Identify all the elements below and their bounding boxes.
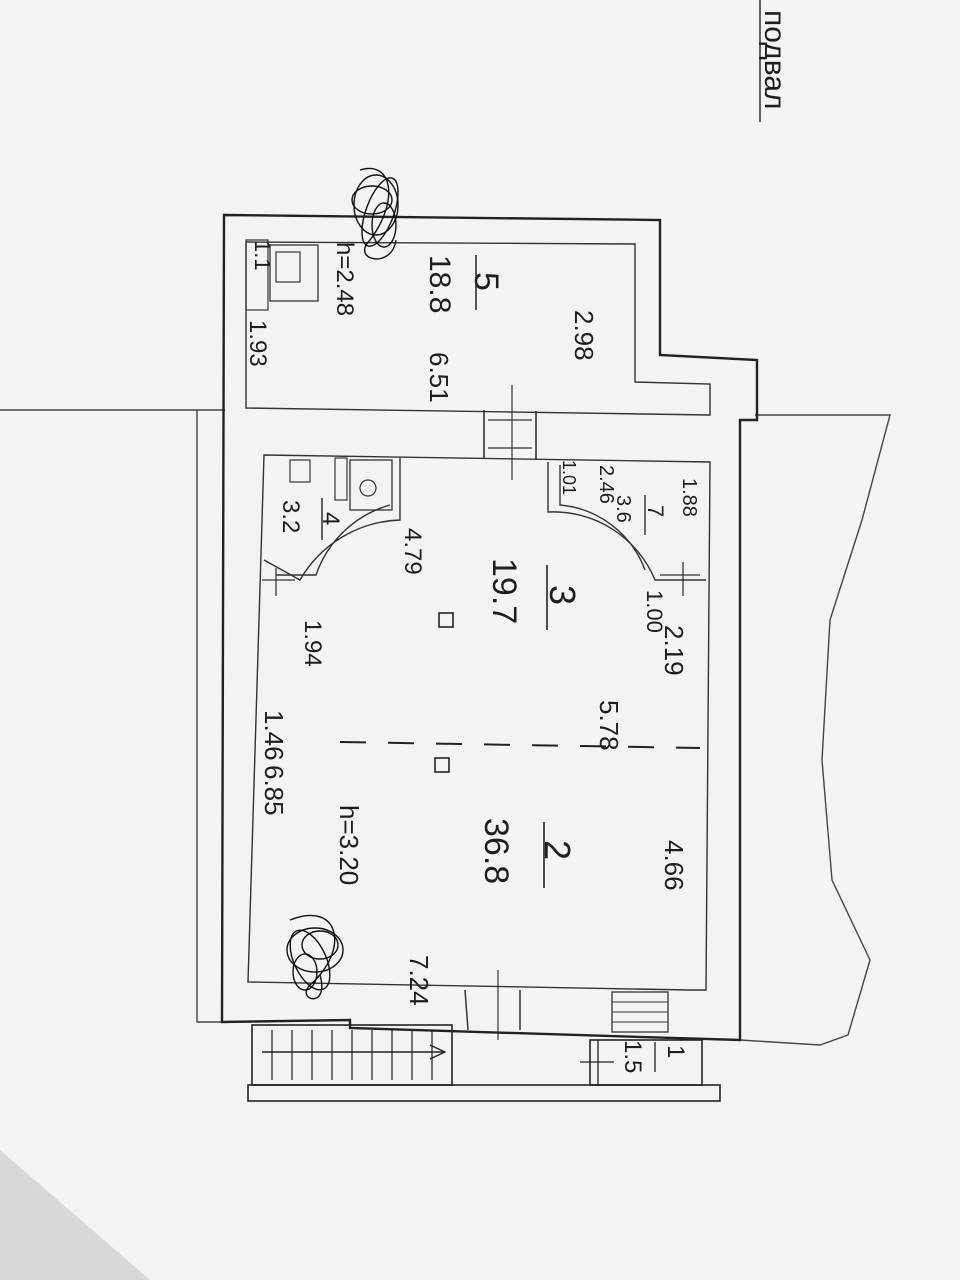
front-step	[247, 1084, 721, 1102]
room-1-area: 1.5	[619, 1040, 646, 1073]
room-5-number: 5	[467, 272, 505, 291]
room-4-partition	[263, 458, 401, 581]
room-5-outline	[245, 241, 711, 416]
dim-door-width: 1.00	[642, 590, 667, 633]
neighbour-boundary	[739, 414, 891, 1046]
room-4-number: 4	[317, 512, 344, 525]
dim-stair-width: 1.1	[250, 240, 275, 271]
scribble-mark-icon	[286, 914, 344, 1000]
room-7-number: 7	[643, 505, 668, 517]
dim-room5-width: 2.98	[569, 310, 599, 361]
room-7-area: 3.6	[612, 495, 634, 523]
room-1-outline	[580, 1039, 703, 1086]
dim-room3-width: 5.78	[594, 700, 624, 751]
dim-left-segment: 1.46	[259, 710, 289, 761]
room-2-area: 36.8	[477, 818, 515, 884]
room-3-number: 3	[542, 585, 583, 605]
room-5-height: h=2.48	[331, 242, 358, 316]
main-room-outline	[247, 454, 711, 991]
dim-room4-diag: 1.94	[299, 620, 326, 667]
room-1-number: 1	[662, 1045, 689, 1058]
dim-room7-depth: 1.01	[559, 460, 579, 495]
room-7-partition	[547, 462, 706, 581]
column-icon	[434, 757, 450, 773]
room-4-area: 3.2	[277, 500, 304, 533]
room-5-area: 18.8	[423, 255, 456, 313]
dim-left-length: 6.85	[259, 765, 289, 816]
dim-room2-side: 4.66	[659, 840, 689, 891]
dim-room5-length: 6.51	[424, 352, 454, 403]
sheet-label: подвал	[758, 10, 791, 110]
stair-bottom-right	[611, 991, 669, 1033]
main-height: h=3.20	[334, 805, 364, 885]
sink-icon	[289, 457, 393, 511]
dim-room3-side: 2.19	[659, 625, 689, 676]
dim-room4-side: 4.79	[399, 528, 426, 575]
toilet-icon	[245, 239, 319, 311]
dim-room5-short: 1.93	[244, 320, 271, 367]
outer-wall	[220, 213, 759, 1042]
room-2-number: 2	[537, 840, 578, 860]
dim-room7-side: 1.88	[678, 478, 700, 517]
room-split-line	[339, 741, 701, 749]
dim-room7-width: 2.46	[595, 465, 617, 504]
entry-door	[464, 970, 521, 1040]
dim-bottom-length: 7.24	[404, 955, 434, 1006]
scribble-mark-icon	[351, 167, 399, 260]
room-3-area: 19.7	[485, 558, 523, 624]
door-5-3	[483, 385, 537, 480]
column-icon	[438, 612, 454, 628]
